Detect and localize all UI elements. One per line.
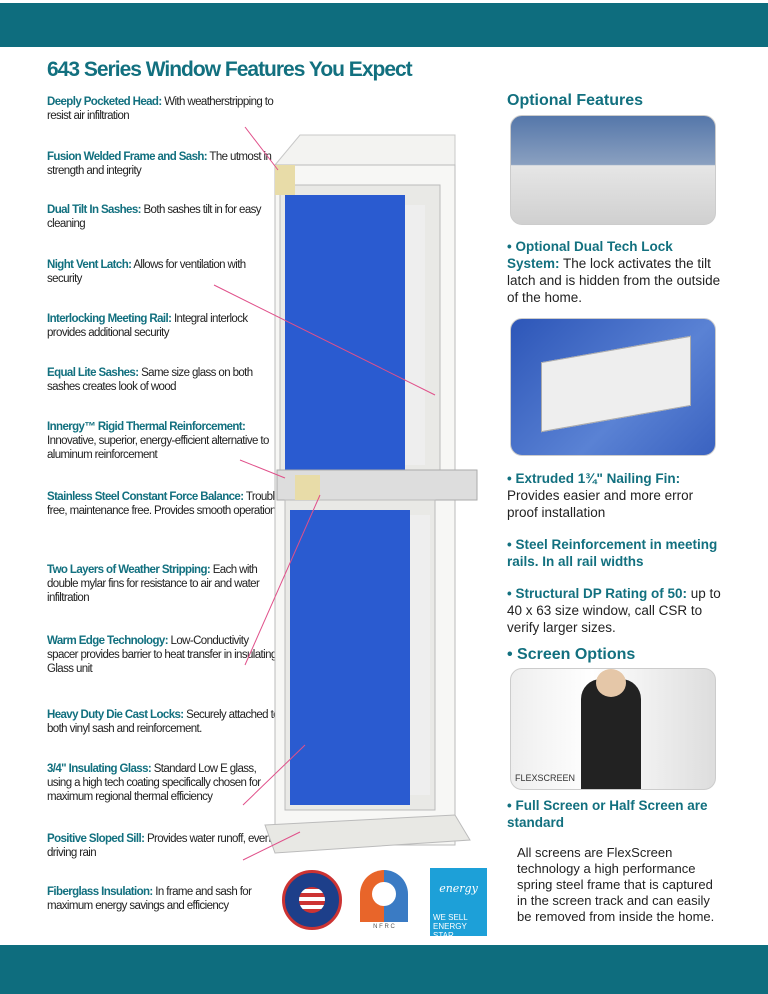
feature-text: Provides water runoff, even in driving r… — [47, 833, 281, 859]
header-bar — [0, 3, 768, 47]
feature-item: Positive Sloped Sill: Provides water run… — [47, 832, 282, 860]
window-illustration — [264, 134, 478, 854]
nailing-fin-text: • Extruded 1¾" Nailing Fin: Provides eas… — [507, 471, 694, 520]
feature-heading: Stainless Steel Constant Force Balance: — [47, 491, 244, 503]
feature-item: Equal Lite Sashes: Same size glass on bo… — [47, 366, 282, 394]
nfrc-logo — [360, 870, 408, 922]
page-title: 643 Series Window Features You Expect — [47, 58, 413, 81]
feature-item: Fiberglass Insulation: In frame and sash… — [47, 885, 282, 913]
feature-item: Stainless Steel Constant Force Balance: … — [47, 490, 282, 518]
feature-heading: Fiberglass Insulation: — [47, 886, 153, 898]
full-screen-text: • Full Screen or Half Screen are standar… — [507, 798, 708, 830]
feature-item: Deeply Pocketed Head: With weatherstripp… — [47, 95, 282, 123]
screen-options-heading: • Screen Options — [507, 646, 636, 663]
feature-text: Allows for ventilation with security — [47, 259, 246, 285]
feature-heading: Fusion Welded Frame and Sash: — [47, 151, 208, 163]
feature-item: 3/4" Insulating Glass: Standard Low E gl… — [47, 762, 282, 804]
feature-item: Interlocking Meeting Rail: Integral inte… — [47, 312, 282, 340]
feature-text: Innovative, superior, energy-efficient a… — [47, 435, 269, 461]
optional-features-heading: Optional Features — [507, 92, 644, 109]
feature-item: Fusion Welded Frame and Sash: The utmost… — [47, 150, 282, 178]
feature-heading: 3/4" Insulating Glass: — [47, 763, 152, 775]
energy-star-logo: energy WE SELL ENERGY STAR — [430, 868, 487, 940]
feature-text: Both sashes tilt in for easy cleaning — [47, 204, 262, 230]
dual-tech-lock-text: • Optional Dual Tech Lock System: The lo… — [507, 239, 721, 305]
feature-item: Innergy™ Rigid Thermal Reinforcement: In… — [47, 420, 282, 462]
feature-item: Dual Tilt In Sashes: Both sashes tilt in… — [47, 203, 282, 231]
screen-description: All screens are FlexScreen technology a … — [517, 845, 715, 924]
feature-text: Securely attached to both vinyl sash and… — [47, 709, 280, 735]
feature-item: Warm Edge Technology: Low-Conductivity s… — [47, 634, 282, 676]
feature-text: Trouble free, maintenance free. Provides… — [47, 491, 281, 517]
feature-text: Integral interlock provides additional s… — [47, 313, 248, 339]
feature-heading: Warm Edge Technology: — [47, 635, 169, 647]
dp-rating-text: • Structural DP Rating of 50: up to 40 x… — [507, 586, 721, 635]
feature-item: Night Vent Latch: Allows for ventilation… — [47, 258, 282, 286]
feature-heading: Two Layers of Weather Stripping: — [47, 564, 211, 576]
feature-heading: Dual Tilt In Sashes: — [47, 204, 141, 216]
feature-text: With weatherstripping to resist air infi… — [47, 96, 274, 122]
feature-text: Same size glass on both sashes creates l… — [47, 367, 253, 393]
feature-text: Standard Low E glass, using a high tech … — [47, 763, 261, 803]
steel-reinforcement-text: • Steel Reinforcement in meeting rails. … — [507, 537, 718, 569]
feature-item: Two Layers of Weather Stripping: Each wi… — [47, 563, 282, 605]
dual-tech-lock-photo — [510, 115, 716, 225]
nfrc-label: N F R C — [373, 924, 395, 930]
feature-heading: Heavy Duty Die Cast Locks: — [47, 709, 184, 721]
feature-heading: Positive Sloped Sill: — [47, 833, 145, 845]
feature-text: The utmost in strength and integrity — [47, 151, 272, 177]
feature-item: Heavy Duty Die Cast Locks: Securely atta… — [47, 708, 282, 736]
feature-text: Low-Conductivity spacer provides barrier… — [47, 635, 277, 675]
flexscreen-logo: FLEXSCREEN — [515, 773, 576, 783]
feature-heading: Interlocking Meeting Rail: — [47, 313, 172, 325]
feature-heading: Night Vent Latch: — [47, 259, 132, 271]
feature-heading: Innergy™ Rigid Thermal Reinforcement: — [47, 421, 246, 433]
made-in-usa-logo — [282, 870, 342, 930]
nailing-fin-photo — [510, 318, 716, 456]
footer-bar — [0, 945, 768, 994]
feature-text: In frame and sash for maximum energy sav… — [47, 886, 252, 912]
feature-heading: Equal Lite Sashes: — [47, 367, 139, 379]
flexscreen-photo: FLEXSCREEN — [510, 668, 716, 790]
feature-heading: Deeply Pocketed Head: — [47, 96, 162, 108]
feature-text: Each with double mylar fins for resistan… — [47, 564, 260, 604]
